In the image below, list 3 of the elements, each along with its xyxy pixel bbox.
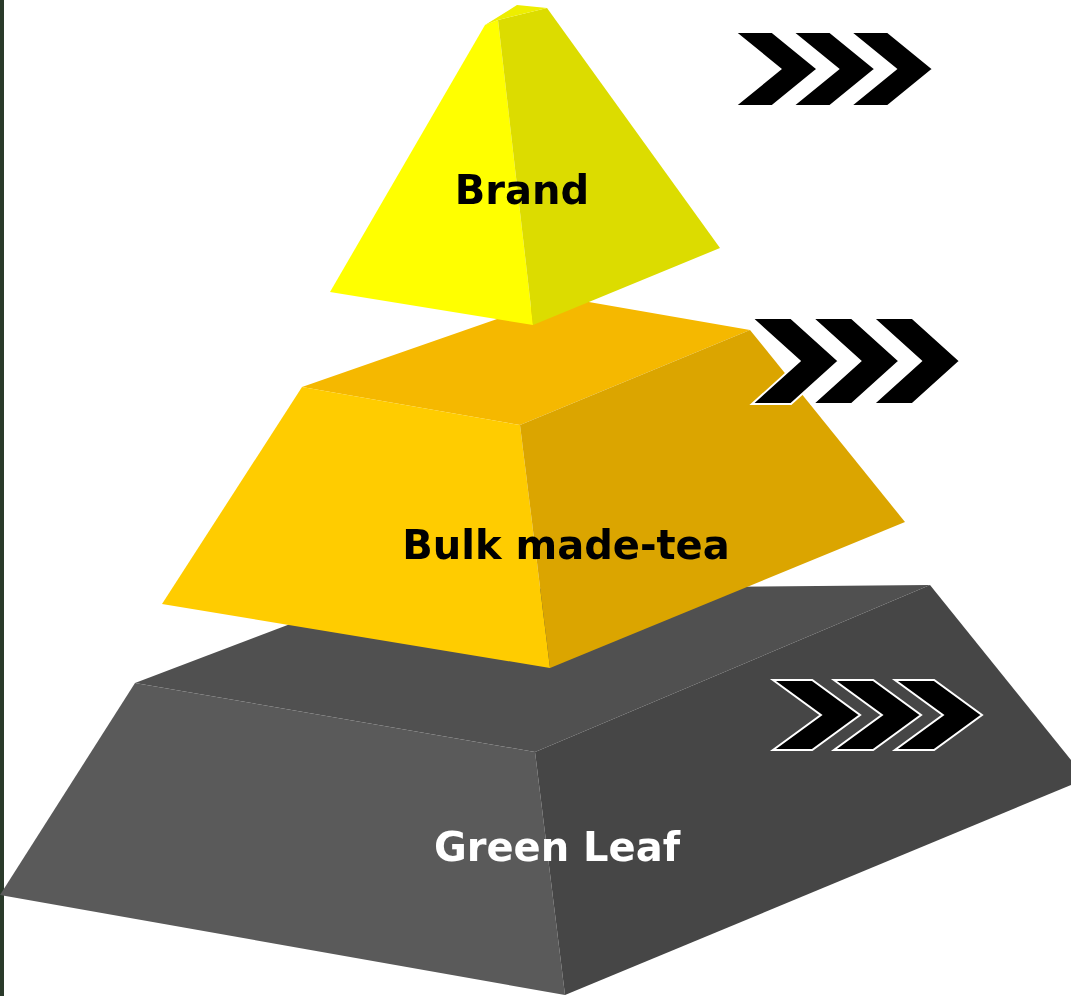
layer-label: Green Leaf <box>433 824 681 870</box>
layer-label: Brand <box>454 167 590 213</box>
layer-label: Bulk made-tea <box>402 522 730 568</box>
